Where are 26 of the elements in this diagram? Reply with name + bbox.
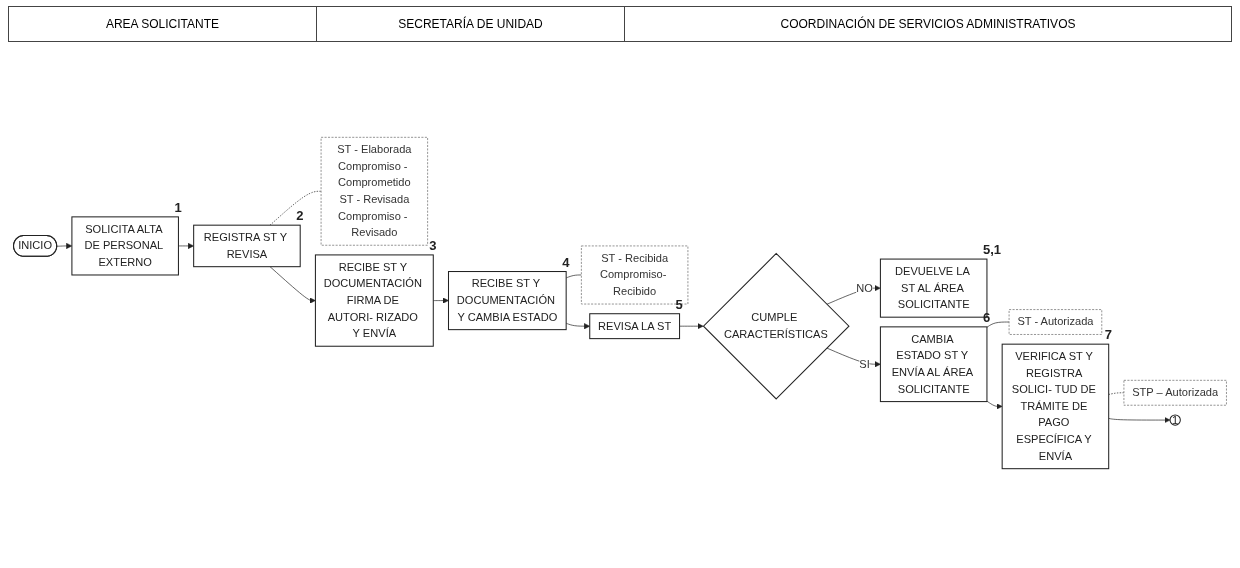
connector <box>986 321 1010 328</box>
node-box: ST - Elaborada Compromiso - Comprometido ST - Revisada Compromiso - Revisado <box>320 136 428 246</box>
node-box: ST - Autorizada <box>1008 309 1103 335</box>
step-number: 4 <box>562 254 570 270</box>
step-number: 1 <box>174 199 182 215</box>
node-box: CAMBIA ESTADO ST Y ENVÍA AL ÁREA SOLICITANTE <box>879 326 988 403</box>
step-number: 7 <box>1104 327 1112 343</box>
node-circle: 1 <box>1169 414 1181 426</box>
node-diamond: CUMPLE CARACTERÍSTICAS <box>702 252 850 400</box>
step-number: 5,1 <box>982 242 1001 258</box>
lane-header: SECRETARÍA DE UNIDAD <box>317 7 625 41</box>
lane-header: COORDINACIÓN DE SERVICIOS ADMINISTRATIVOS <box>779 15 1077 33</box>
connector <box>269 190 322 226</box>
node-box: REVISA LA ST <box>589 313 681 340</box>
node-box: RECIBE ST Y DOCUMENTACIÓN Y CAMBIA ESTADO <box>448 271 567 331</box>
node-box: VERIFICA ST Y REGISTRA SOLICI- TUD DE TRÁMITE DE PAGO ESPECÍFICA Y ENVÍA <box>1001 343 1110 470</box>
node-box: RECIBE ST Y DOCUMENTACIÓN FIRMA DE AUTORI- RIZADO Y ENVÍA <box>314 254 434 347</box>
lane-header: AREA SOLICITANTE <box>9 7 317 41</box>
edge-label: NO <box>856 281 873 294</box>
connector <box>1108 392 1125 395</box>
edge-label: SI <box>859 358 870 370</box>
node-box: STP – Autorizada <box>1123 379 1227 406</box>
node-box: REGISTRA ST Y REVISA <box>193 224 301 268</box>
step-number: 2 <box>296 208 304 224</box>
node-box: SOLICITA ALTA DE PERSONAL EXTERNO <box>71 216 179 276</box>
step-number: 3 <box>429 237 437 253</box>
